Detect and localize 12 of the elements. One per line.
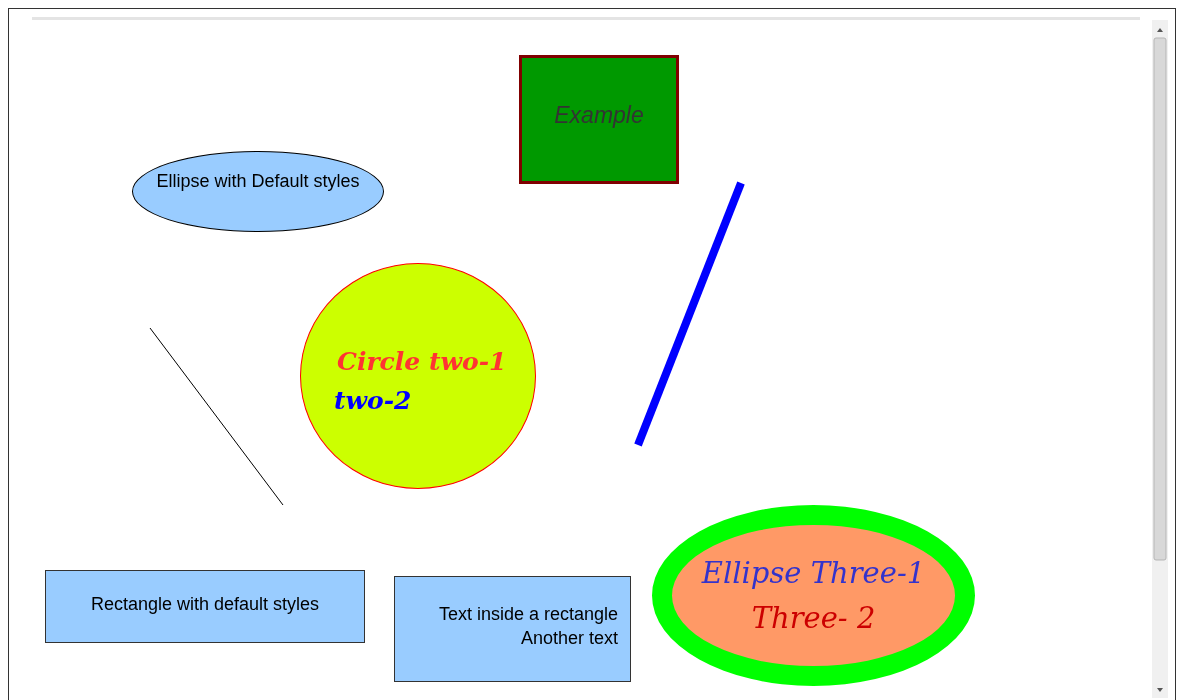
- shape-label: Three- 2: [750, 602, 877, 636]
- shape-label: Ellipse with Default styles: [155, 171, 361, 192]
- shape-label: Example: [553, 102, 645, 129]
- shape-label: Ellipse Three-1: [700, 557, 927, 591]
- shape-label: two-2: [334, 387, 412, 416]
- shape-label: Text inside a rectangle: [437, 604, 618, 625]
- rectangle-shape: [519, 55, 679, 184]
- shape-label: Another text: [519, 628, 618, 649]
- shape-label: Rectangle with default styles: [89, 594, 321, 615]
- rectangle-shape: [45, 570, 365, 643]
- rectangle-shape: [394, 576, 631, 682]
- shape-label: Circle two-1: [337, 348, 507, 377]
